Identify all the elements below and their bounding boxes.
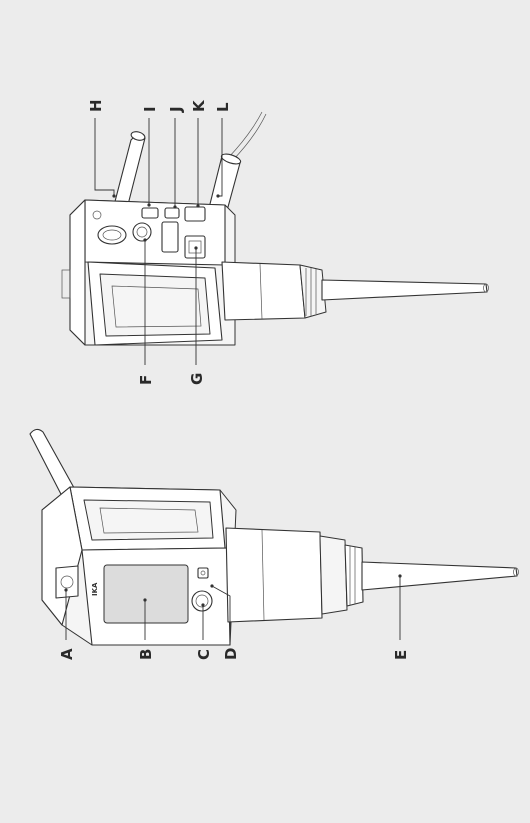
antenna-front-long [361,561,519,591]
label-C: C [195,649,213,660]
label-J: J [167,106,185,113]
label-D: D [222,648,240,660]
callout-lines-rear [94,118,223,365]
device-rear-view [61,111,489,346]
port-J [164,207,180,219]
label-B: B [137,649,155,660]
label-G: G [188,373,206,385]
connector-A [55,565,79,599]
label-A: A [58,648,76,660]
cylinder-rear [221,261,327,321]
label-F: F [137,375,155,385]
label-I: I [141,106,159,112]
callout-lines-front [64,574,402,640]
front-panel: IKA [81,547,231,646]
cylinder-front [225,527,364,623]
port-I [141,207,159,219]
antenna-front-top [29,428,79,501]
button-D [197,567,209,579]
connector-F [97,222,152,245]
knob-C [191,590,213,612]
brand-logo: IKA [91,582,99,596]
label-L: L [214,102,232,112]
label-E: E [392,650,410,660]
clamp-frame-rear [87,261,223,346]
label-H: H [87,99,105,112]
device-front-view: IKA [29,428,519,646]
port-K [184,206,206,222]
antenna-rear-long [321,279,489,301]
callout-labels: H I J K L F G A B C D E [58,99,410,660]
display-screen-B [103,564,189,624]
label-K: K [190,99,208,112]
